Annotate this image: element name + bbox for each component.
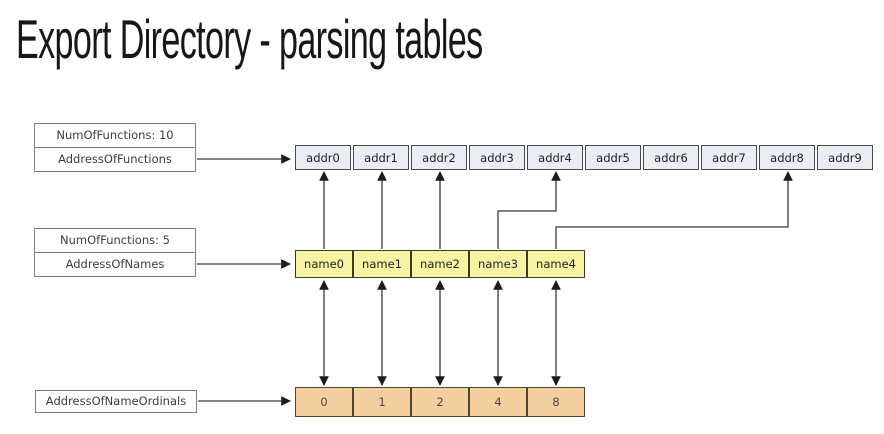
addr-cell: addr0 [295, 145, 351, 170]
name-to-addr-arrows [319, 171, 793, 249]
addr-cell: addr3 [469, 145, 525, 170]
functions-label-box: NumOfFunctions: 10 AddressOfFunctions [34, 123, 196, 172]
addr-cell: addr9 [817, 145, 873, 170]
ordinal-cell: 8 [527, 387, 585, 417]
name-cell: name4 [527, 250, 585, 278]
addr-cell: addr2 [411, 145, 467, 170]
num-of-functions-label: NumOfFunctions: 10 [56, 128, 174, 142]
name-cell: name3 [469, 250, 527, 278]
address-of-functions-table: addr0 addr1 addr2 addr3 addr4 addr5 addr… [295, 145, 873, 170]
ordinal-cell: 2 [411, 387, 469, 417]
addr-cell: addr4 [527, 145, 583, 170]
address-of-name-ordinals-label: AddressOfNameOrdinals [45, 394, 187, 408]
ordinal-cell: 1 [353, 387, 411, 417]
address-of-functions-label: AddressOfFunctions [35, 147, 195, 171]
addr-cell: addr5 [585, 145, 641, 170]
addr-cell: addr1 [353, 145, 409, 170]
ordinal-cell: 4 [469, 387, 527, 417]
arrow-name4-addr8 [555, 171, 793, 249]
name-cell: name2 [411, 250, 469, 278]
arrow-name3-addr4 [497, 171, 561, 249]
num-of-names-label: NumOfFunctions: 5 [60, 233, 170, 247]
label-to-table-arrows [197, 154, 291, 406]
addr-cell: addr6 [643, 145, 699, 170]
address-of-names-label: AddressOfNames [35, 252, 195, 276]
address-of-names-table: name0 name1 name2 name3 name4 [295, 250, 585, 278]
names-label-box: NumOfFunctions: 5 AddressOfNames [34, 228, 196, 277]
name-ordinal-double-arrows [319, 280, 561, 386]
page-title: Export Directory - parsing tables [16, 8, 483, 70]
addr-cell: addr8 [759, 145, 815, 170]
name-ordinals-table: 0 1 2 4 8 [295, 387, 585, 417]
name-cell: name0 [295, 250, 353, 278]
addr-cell: addr7 [701, 145, 757, 170]
ordinals-label-box: AddressOfNameOrdinals [35, 390, 197, 413]
name-cell: name1 [353, 250, 411, 278]
ordinal-cell: 0 [295, 387, 353, 417]
